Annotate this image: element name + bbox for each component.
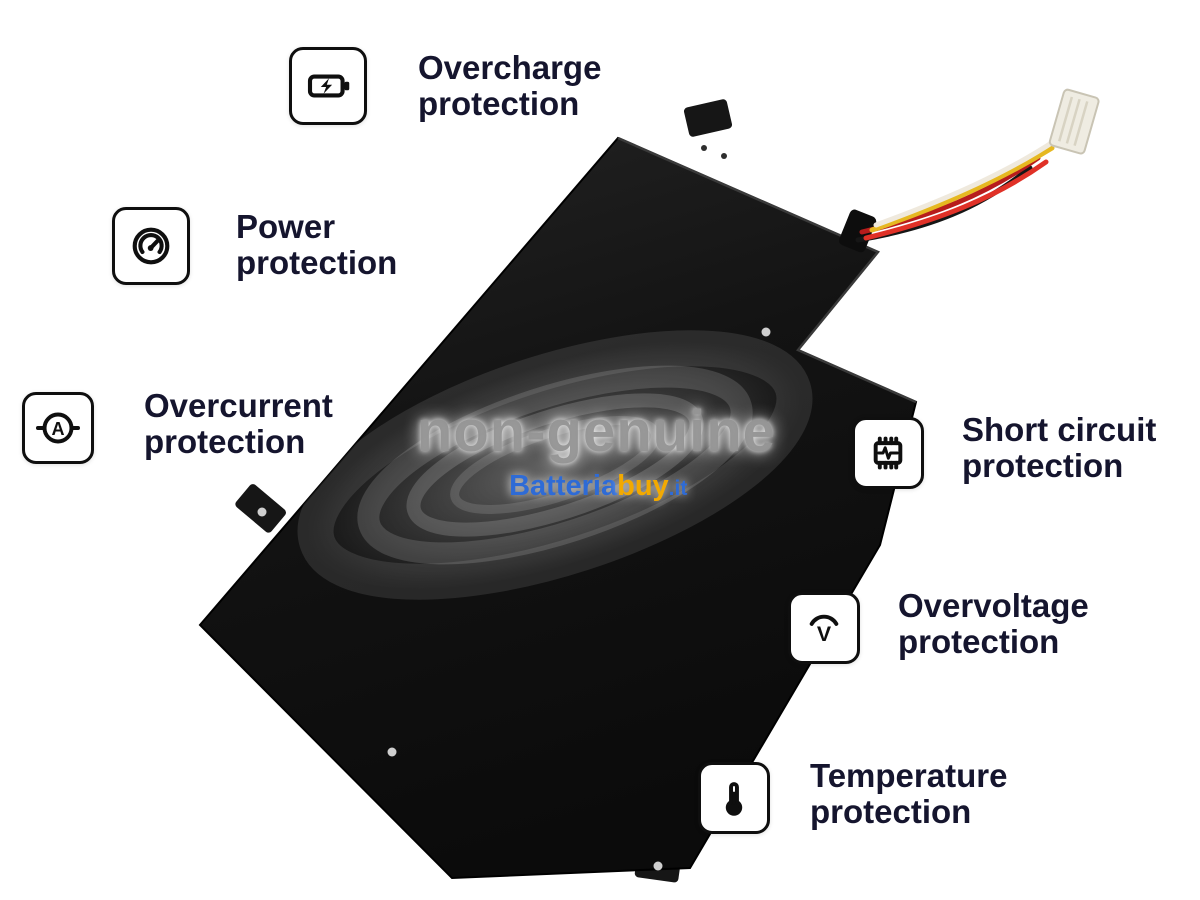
wire-connector xyxy=(1048,88,1100,155)
feature-label: Overvoltage protection xyxy=(898,588,1089,660)
feature-label: Short circuit protection xyxy=(962,412,1156,484)
screw-dots xyxy=(701,145,727,159)
feature-label-line1: Short circuit xyxy=(962,411,1157,448)
feature-label-line1: Overcharge xyxy=(418,49,602,86)
voltmeter-icon: V xyxy=(788,592,860,664)
feature-label-line2: protection xyxy=(898,623,1060,660)
power-gauge-icon xyxy=(112,207,190,285)
feature-label-line2: protection xyxy=(810,793,972,830)
reflection-highlight xyxy=(297,330,813,600)
tab-holes xyxy=(257,327,771,871)
battery-charge-icon xyxy=(289,47,367,125)
feature-label-line2: protection xyxy=(418,85,580,122)
circuit-chip-icon xyxy=(852,417,924,489)
feature-label: Temperature protection xyxy=(810,758,1007,830)
feature-label-line1: Temperature xyxy=(810,757,1008,794)
feature-label-line2: protection xyxy=(144,423,306,460)
feature-label-line1: Overvoltage xyxy=(898,587,1089,624)
ammeter-icon: A xyxy=(22,392,94,464)
svg-text:V: V xyxy=(817,622,832,646)
feature-label-line1: Overcurrent xyxy=(144,387,333,424)
thermometer-icon xyxy=(698,762,770,834)
feature-label-line2: protection xyxy=(236,244,398,281)
feature-label-line1: Power xyxy=(236,208,336,245)
feature-label: Overcurrent protection xyxy=(144,388,333,460)
feature-label-line2: protection xyxy=(962,447,1124,484)
svg-text:A: A xyxy=(51,419,64,439)
wire-bundle xyxy=(839,137,1059,253)
feature-label: Power protection xyxy=(236,209,397,281)
feature-label: Overcharge protection xyxy=(418,50,601,122)
